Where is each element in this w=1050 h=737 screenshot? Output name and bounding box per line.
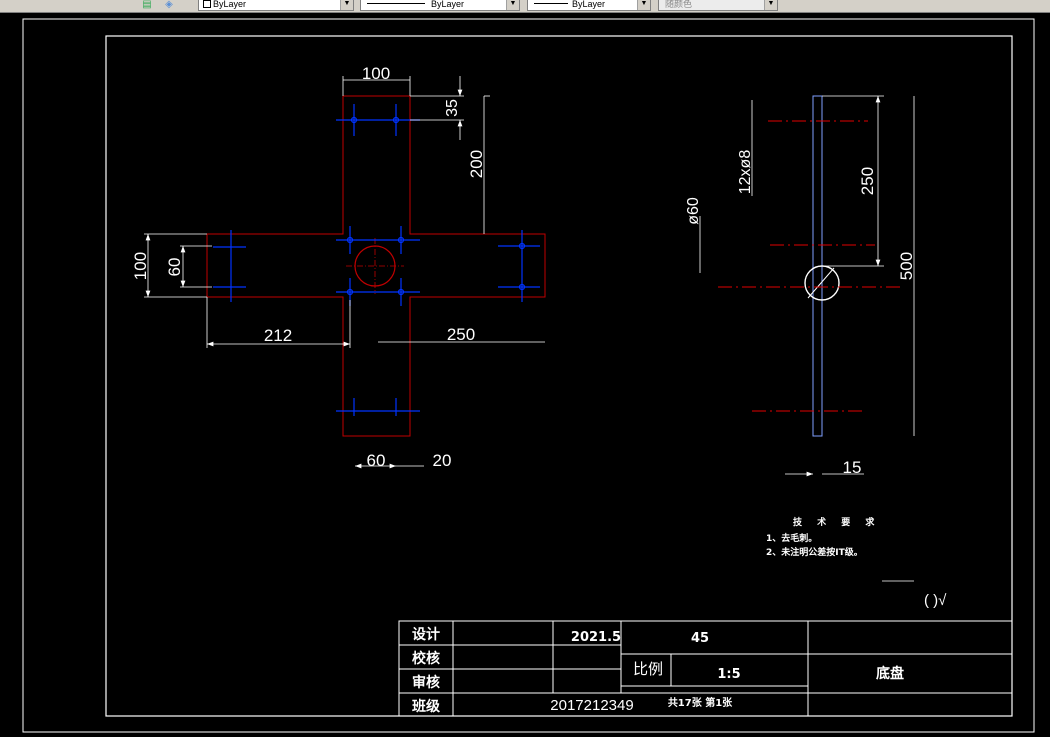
dim-right-arm: 250 <box>447 325 475 344</box>
dim-side-length: 500 <box>897 252 916 280</box>
plotstyle-value: 随颜色 <box>665 0 693 9</box>
dim-arm-top: 200 <box>467 150 486 178</box>
scale-value: 1:5 <box>717 667 740 682</box>
dim-boss-dia: ø60 <box>685 197 702 225</box>
plan-dimensions <box>144 76 545 469</box>
reviewer-label: 审核 <box>412 674 440 691</box>
design-date: 2021.5 <box>571 630 621 645</box>
lineweight-value: ByLayer <box>572 0 606 9</box>
sheet-info: 共17张 第1张 <box>668 696 733 709</box>
dim-thickness: 15 <box>843 458 862 477</box>
chevron-down-icon[interactable]: ▼ <box>637 0 650 10</box>
material: 45 <box>691 631 709 646</box>
student-id: 2017212349 <box>550 697 633 714</box>
plan-dim-labels: 100 35 200 100 60 212 250 60 20 <box>131 64 486 470</box>
chevron-down-icon[interactable]: ▼ <box>764 0 777 10</box>
dim-holes-spec: 12xø8 <box>737 150 754 195</box>
roughness-symbol: ( )√ <box>924 592 947 609</box>
chevron-down-icon[interactable]: ▼ <box>506 0 519 10</box>
plan-view <box>206 95 546 437</box>
outer-border <box>22 18 1035 733</box>
color-swatch-icon <box>203 0 211 8</box>
dim-side-spacing: 250 <box>858 167 877 195</box>
dim-top-width: 100 <box>362 64 390 83</box>
bolt-holes <box>213 104 540 416</box>
lineweight-swatch-icon <box>534 3 568 4</box>
class-label: 班级 <box>412 698 441 715</box>
tech-title: 技 术 要 求 <box>793 516 880 528</box>
properties-toolbar: ▤ ◈ ByLayer ▼ ByLayer ▼ ByLayer ▼ 随颜色 ▼ <box>0 0 1050 13</box>
scale-label: 比例 <box>633 661 663 678</box>
plotstyle-control[interactable]: 随颜色 ▼ <box>658 0 778 11</box>
dim-bottom-width: 60 <box>367 451 386 470</box>
center-lines <box>718 120 900 412</box>
inner-border <box>105 35 1013 717</box>
tech-item-2: 2、未注明公差按IT级。 <box>766 546 863 558</box>
linetype-control[interactable]: ByLayer ▼ <box>360 0 520 11</box>
tech-requirements: 技 术 要 求 1、去毛刺。 2、未注明公差按IT级。 <box>766 516 880 558</box>
dim-left-arm: 212 <box>264 326 292 345</box>
color-value: ByLayer <box>213 0 247 9</box>
dim-bottom-offset: 20 <box>433 451 452 470</box>
designer-label: 设计 <box>412 626 440 643</box>
color-control[interactable]: ByLayer ▼ <box>198 0 354 11</box>
layer-states-icon[interactable]: ▤ <box>142 0 152 10</box>
title-block <box>398 620 1013 717</box>
dim-center-hole: 60 <box>165 258 184 277</box>
tech-item-1: 1、去毛刺。 <box>766 532 817 544</box>
layer-stack-icon[interactable]: ◈ <box>165 0 173 10</box>
linetype-swatch-icon <box>367 3 425 4</box>
part-name: 底盘 <box>876 665 904 682</box>
lineweight-control[interactable]: ByLayer ▼ <box>527 0 651 11</box>
side-view: 250 500 12xø8 ø60 15 <box>685 95 916 477</box>
linetype-value: ByLayer <box>431 0 465 9</box>
checker-label: 校核 <box>412 650 440 667</box>
dim-hole-offset: 35 <box>444 99 461 117</box>
dim-arm-height: 100 <box>131 252 150 280</box>
chevron-down-icon[interactable]: ▼ <box>340 0 353 10</box>
